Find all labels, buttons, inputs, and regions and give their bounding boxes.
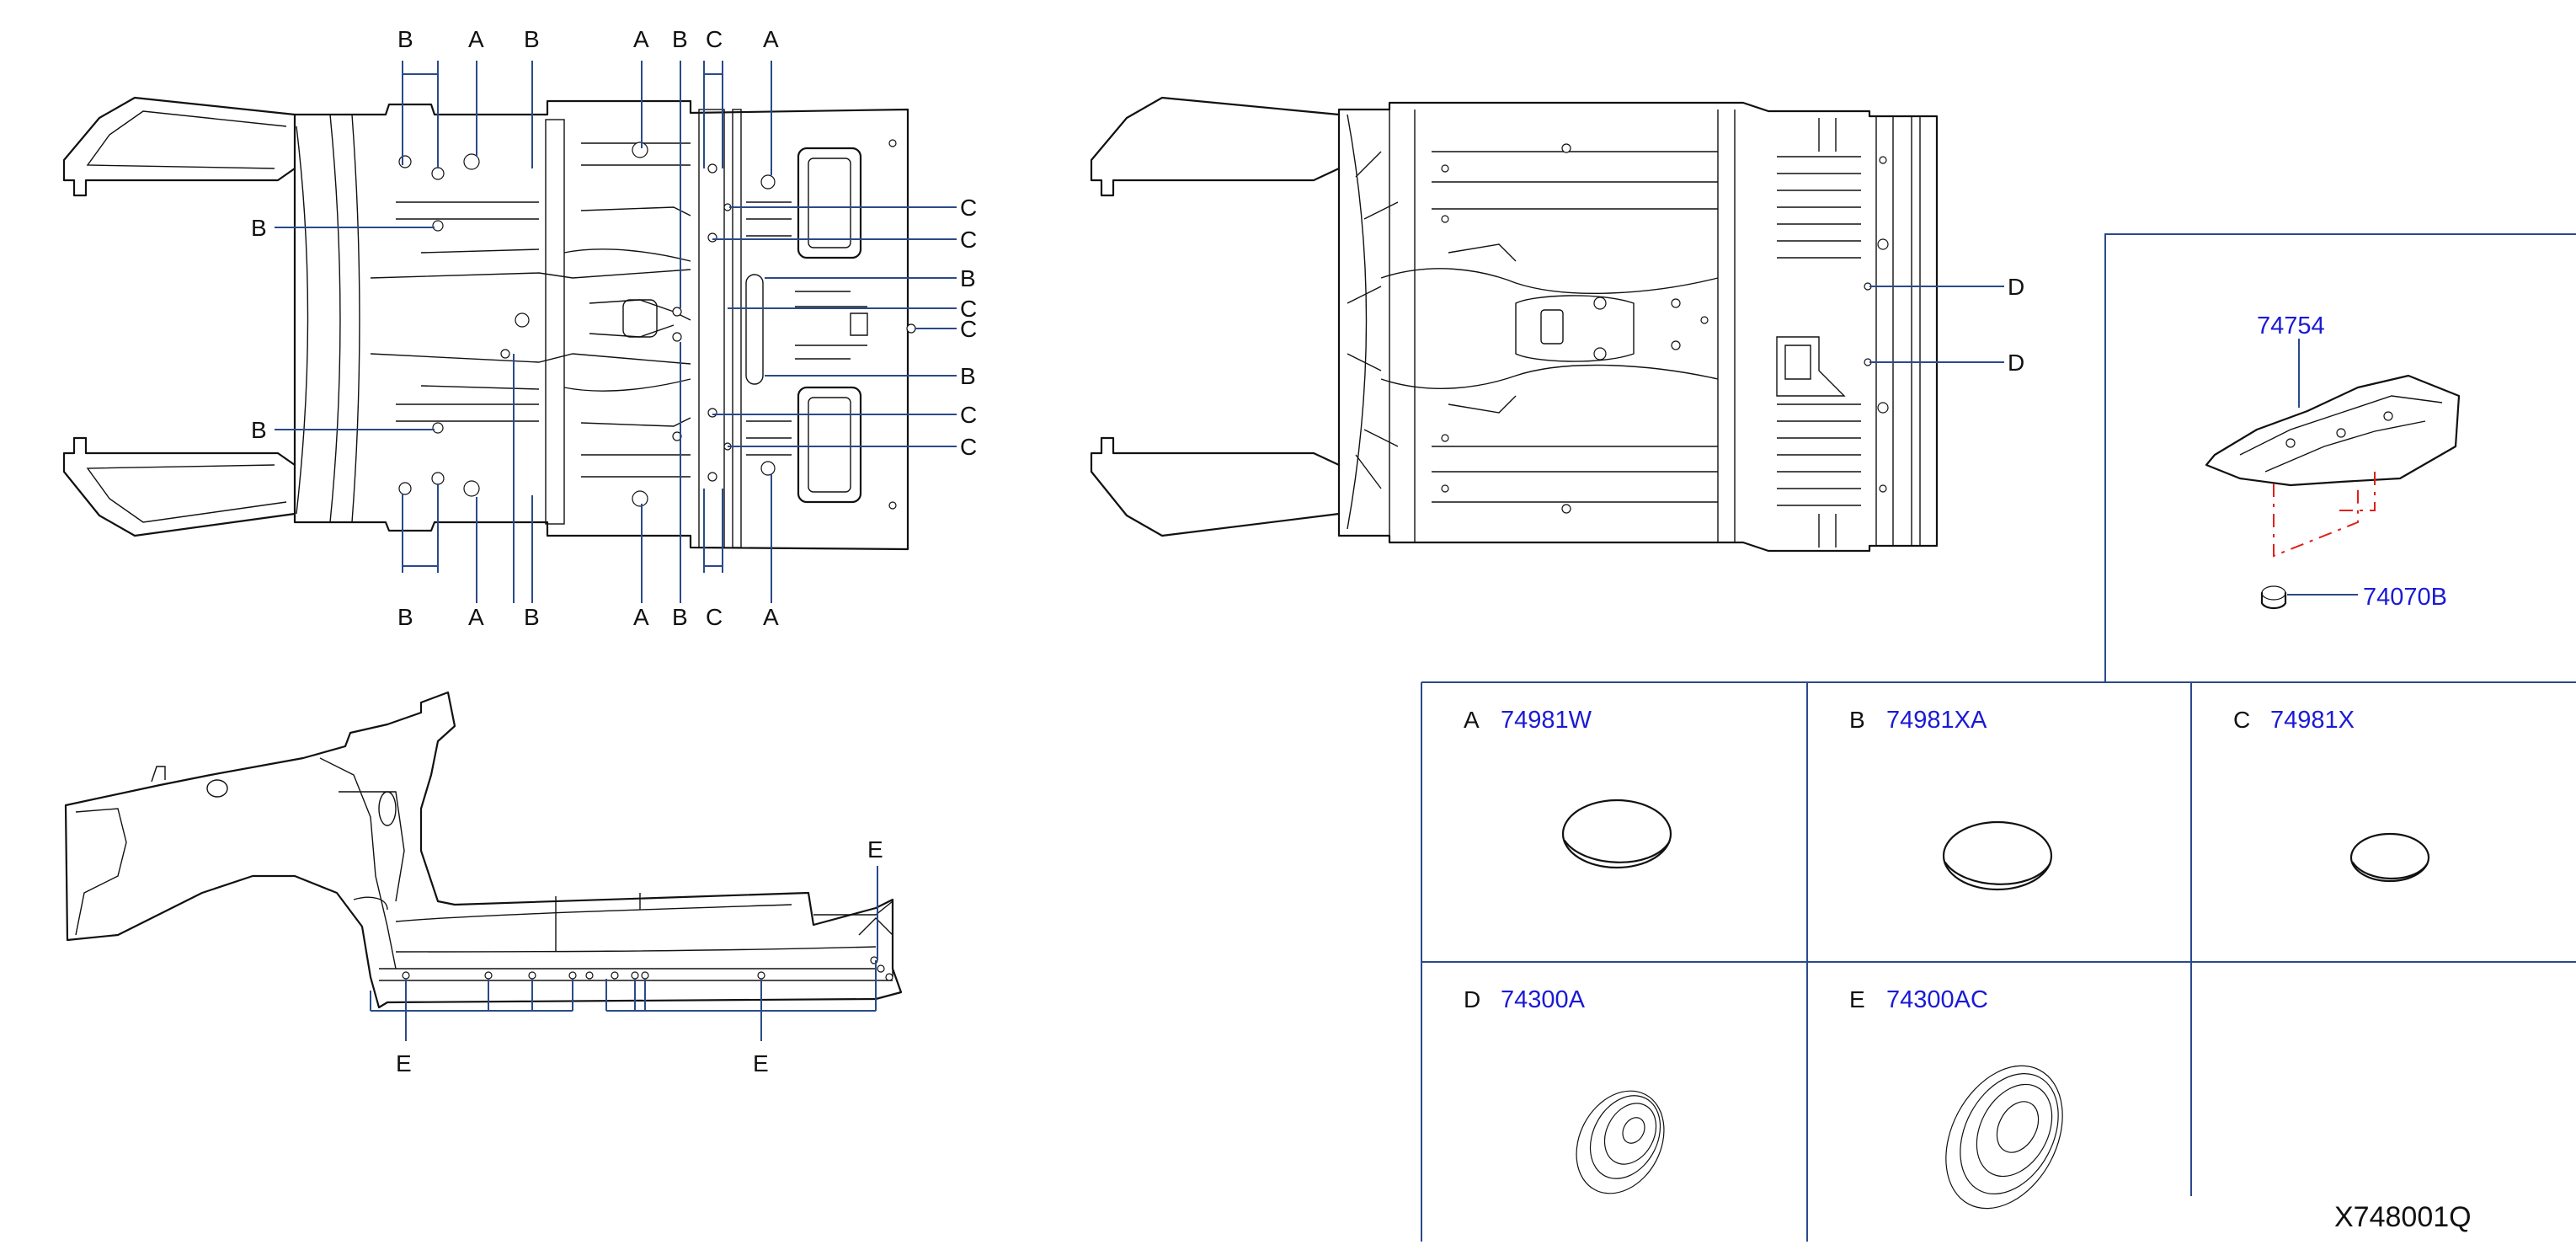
part-number-74070B: 74070B (2363, 584, 2447, 611)
legend-grid: A 74981W B 74981XA C 74981X D 74300A (1421, 681, 2576, 1242)
part-number: 74981X (2270, 707, 2355, 734)
callout-b: B (524, 26, 540, 52)
callout-letters-floor-underside: B A B A B C A B A B A B C A B B C C B C … (251, 26, 977, 630)
callout-b: B (397, 26, 413, 52)
part-number: 74981W (1501, 707, 1592, 734)
plug-icon (2349, 832, 2430, 883)
legend-cell-a: A 74981W (1464, 707, 1672, 869)
floor-top-view (1090, 96, 1939, 553)
callout-b: B (397, 604, 413, 630)
legend-letter: B (1849, 707, 1865, 733)
callout-c: C (960, 434, 977, 460)
callout-c: C (960, 402, 977, 428)
callout-b: B (672, 26, 688, 52)
callout-c: C (960, 195, 977, 221)
grommet-icon (1576, 1090, 1665, 1194)
grommet-icon (1945, 1065, 2063, 1210)
callout-a: A (468, 604, 484, 630)
callout-b: B (960, 265, 976, 291)
callout-a: A (763, 604, 779, 630)
callout-b: B (524, 604, 540, 630)
callout-d: D (2008, 274, 2024, 300)
callout-c: C (960, 296, 977, 322)
floor-shield-icon (2205, 374, 2461, 487)
legend-letter: A (1464, 707, 1480, 733)
callout-e: E (867, 836, 883, 863)
legend-letter: E (1849, 986, 1865, 1012)
diagram-code: X748001Q (2334, 1201, 2472, 1233)
legend-letter: D (1464, 986, 1480, 1012)
part-number: 74981XA (1886, 707, 1987, 734)
callout-a: A (633, 26, 649, 52)
part-number: 74300AC (1886, 986, 1988, 1013)
callout-d: D (2008, 350, 2024, 376)
shield-part-box: 74754 74070B (2104, 233, 2576, 682)
plug-icon (1561, 799, 1672, 869)
callout-c: C (706, 604, 723, 630)
callout-b: B (251, 215, 267, 241)
callout-b: B (960, 363, 976, 389)
callout-b: B (672, 604, 688, 630)
callout-e: E (396, 1050, 412, 1076)
leaders-floor-underside (275, 61, 957, 603)
legend-cell-b: B 74981XA (1849, 707, 2053, 891)
legend-cell-e: E 74300AC (1849, 986, 2063, 1210)
legend-cell-c: C 74981X (2233, 707, 2430, 883)
callout-e: E (753, 1050, 769, 1076)
part-number: 74300A (1501, 986, 1586, 1013)
legend-letter: C (2233, 707, 2250, 733)
plug-icon (1942, 820, 2053, 891)
leaders-floor-top-view: D D (1869, 274, 2024, 376)
part-number-74754: 74754 (2257, 312, 2325, 339)
floor-underside-view-left (62, 96, 916, 551)
callout-b: B (251, 417, 267, 443)
callout-a: A (633, 604, 649, 630)
side-view (64, 691, 903, 1009)
legend-cell-d: D 74300A (1464, 986, 1665, 1194)
callout-a: A (468, 26, 484, 52)
callout-c: C (960, 316, 977, 342)
callout-c: C (706, 26, 723, 52)
leaders-side-view: E E E (370, 836, 883, 1076)
nut-icon (2260, 585, 2287, 610)
callout-a: A (763, 26, 779, 52)
callout-c: C (960, 227, 977, 253)
